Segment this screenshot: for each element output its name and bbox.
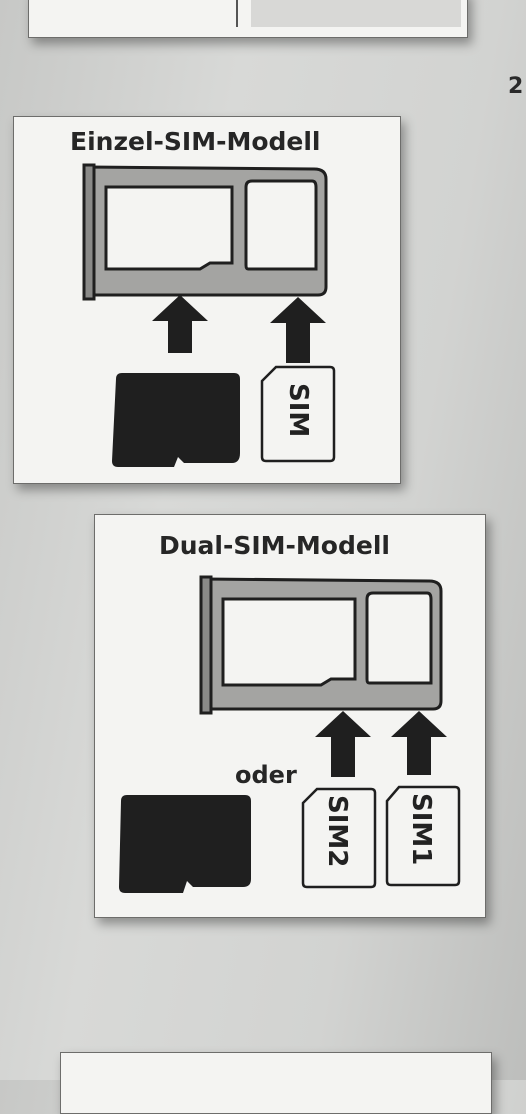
next-figure-panel [60, 1052, 492, 1114]
panel-shaded-area [251, 0, 461, 27]
microsd-card-icon [112, 373, 240, 467]
panel-divider [236, 0, 238, 27]
up-arrow-icon [391, 711, 447, 775]
single-sim-figure: Einzel-SIM-Modell SIM [13, 116, 401, 484]
up-arrow-icon [315, 711, 371, 777]
page-number: 2 [508, 74, 524, 99]
sim2-card-icon: SIM2 [301, 787, 377, 889]
single-sim-title: Einzel-SIM-Modell [70, 127, 321, 156]
sim-card-label: SIM [283, 383, 313, 437]
dual-sim-title: Dual-SIM-Modell [159, 531, 390, 560]
single-sim-illustration: SIM [82, 163, 336, 467]
sim2-card-label: SIM2 [322, 795, 352, 867]
previous-figure-panel [28, 0, 468, 38]
sim1-card-icon: SIM1 [385, 785, 461, 887]
sim-tray-icon [199, 575, 443, 715]
up-arrow-icon [152, 295, 208, 353]
sim-card-icon: SIM [260, 365, 336, 463]
sim-tray-icon [82, 163, 328, 301]
dual-sim-illustration: SIM2 SIM1 [119, 575, 461, 893]
up-arrow-icon [270, 297, 326, 363]
or-label: oder [235, 761, 297, 789]
microsd-card-icon [119, 795, 251, 893]
sim1-card-label: SIM1 [406, 793, 436, 865]
dual-sim-figure: Dual-SIM-Modell SIM2 SIM1 oder [94, 514, 486, 918]
